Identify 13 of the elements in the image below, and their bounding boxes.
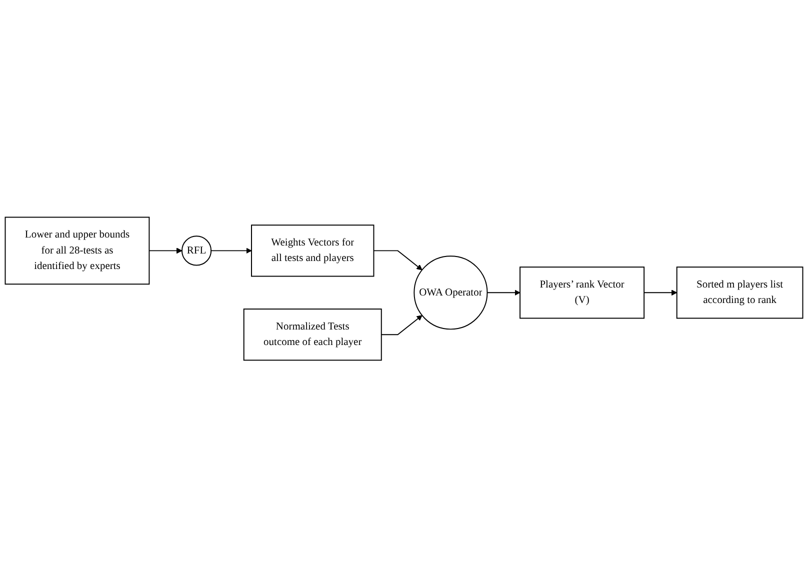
- arrow: [380, 314, 422, 335]
- node-box: Sorted m players list according to rank: [676, 266, 804, 318]
- arrow: [486, 290, 520, 296]
- arrow: [373, 250, 422, 270]
- node-box: Players’ rank Vector (V): [520, 266, 645, 318]
- node-box: Weights Vectors for all tests and players: [251, 224, 374, 277]
- arrow: [210, 248, 252, 254]
- node-circle: OWA Operator: [414, 255, 488, 330]
- arrow: [644, 290, 678, 296]
- node-circle: RFL: [182, 235, 212, 266]
- node-box: Normalized Tests outcome of each player: [243, 308, 382, 360]
- arrow: [148, 248, 182, 254]
- node-box: Lower and upper bounds for all 28-tests as identified by experts: [4, 216, 150, 284]
